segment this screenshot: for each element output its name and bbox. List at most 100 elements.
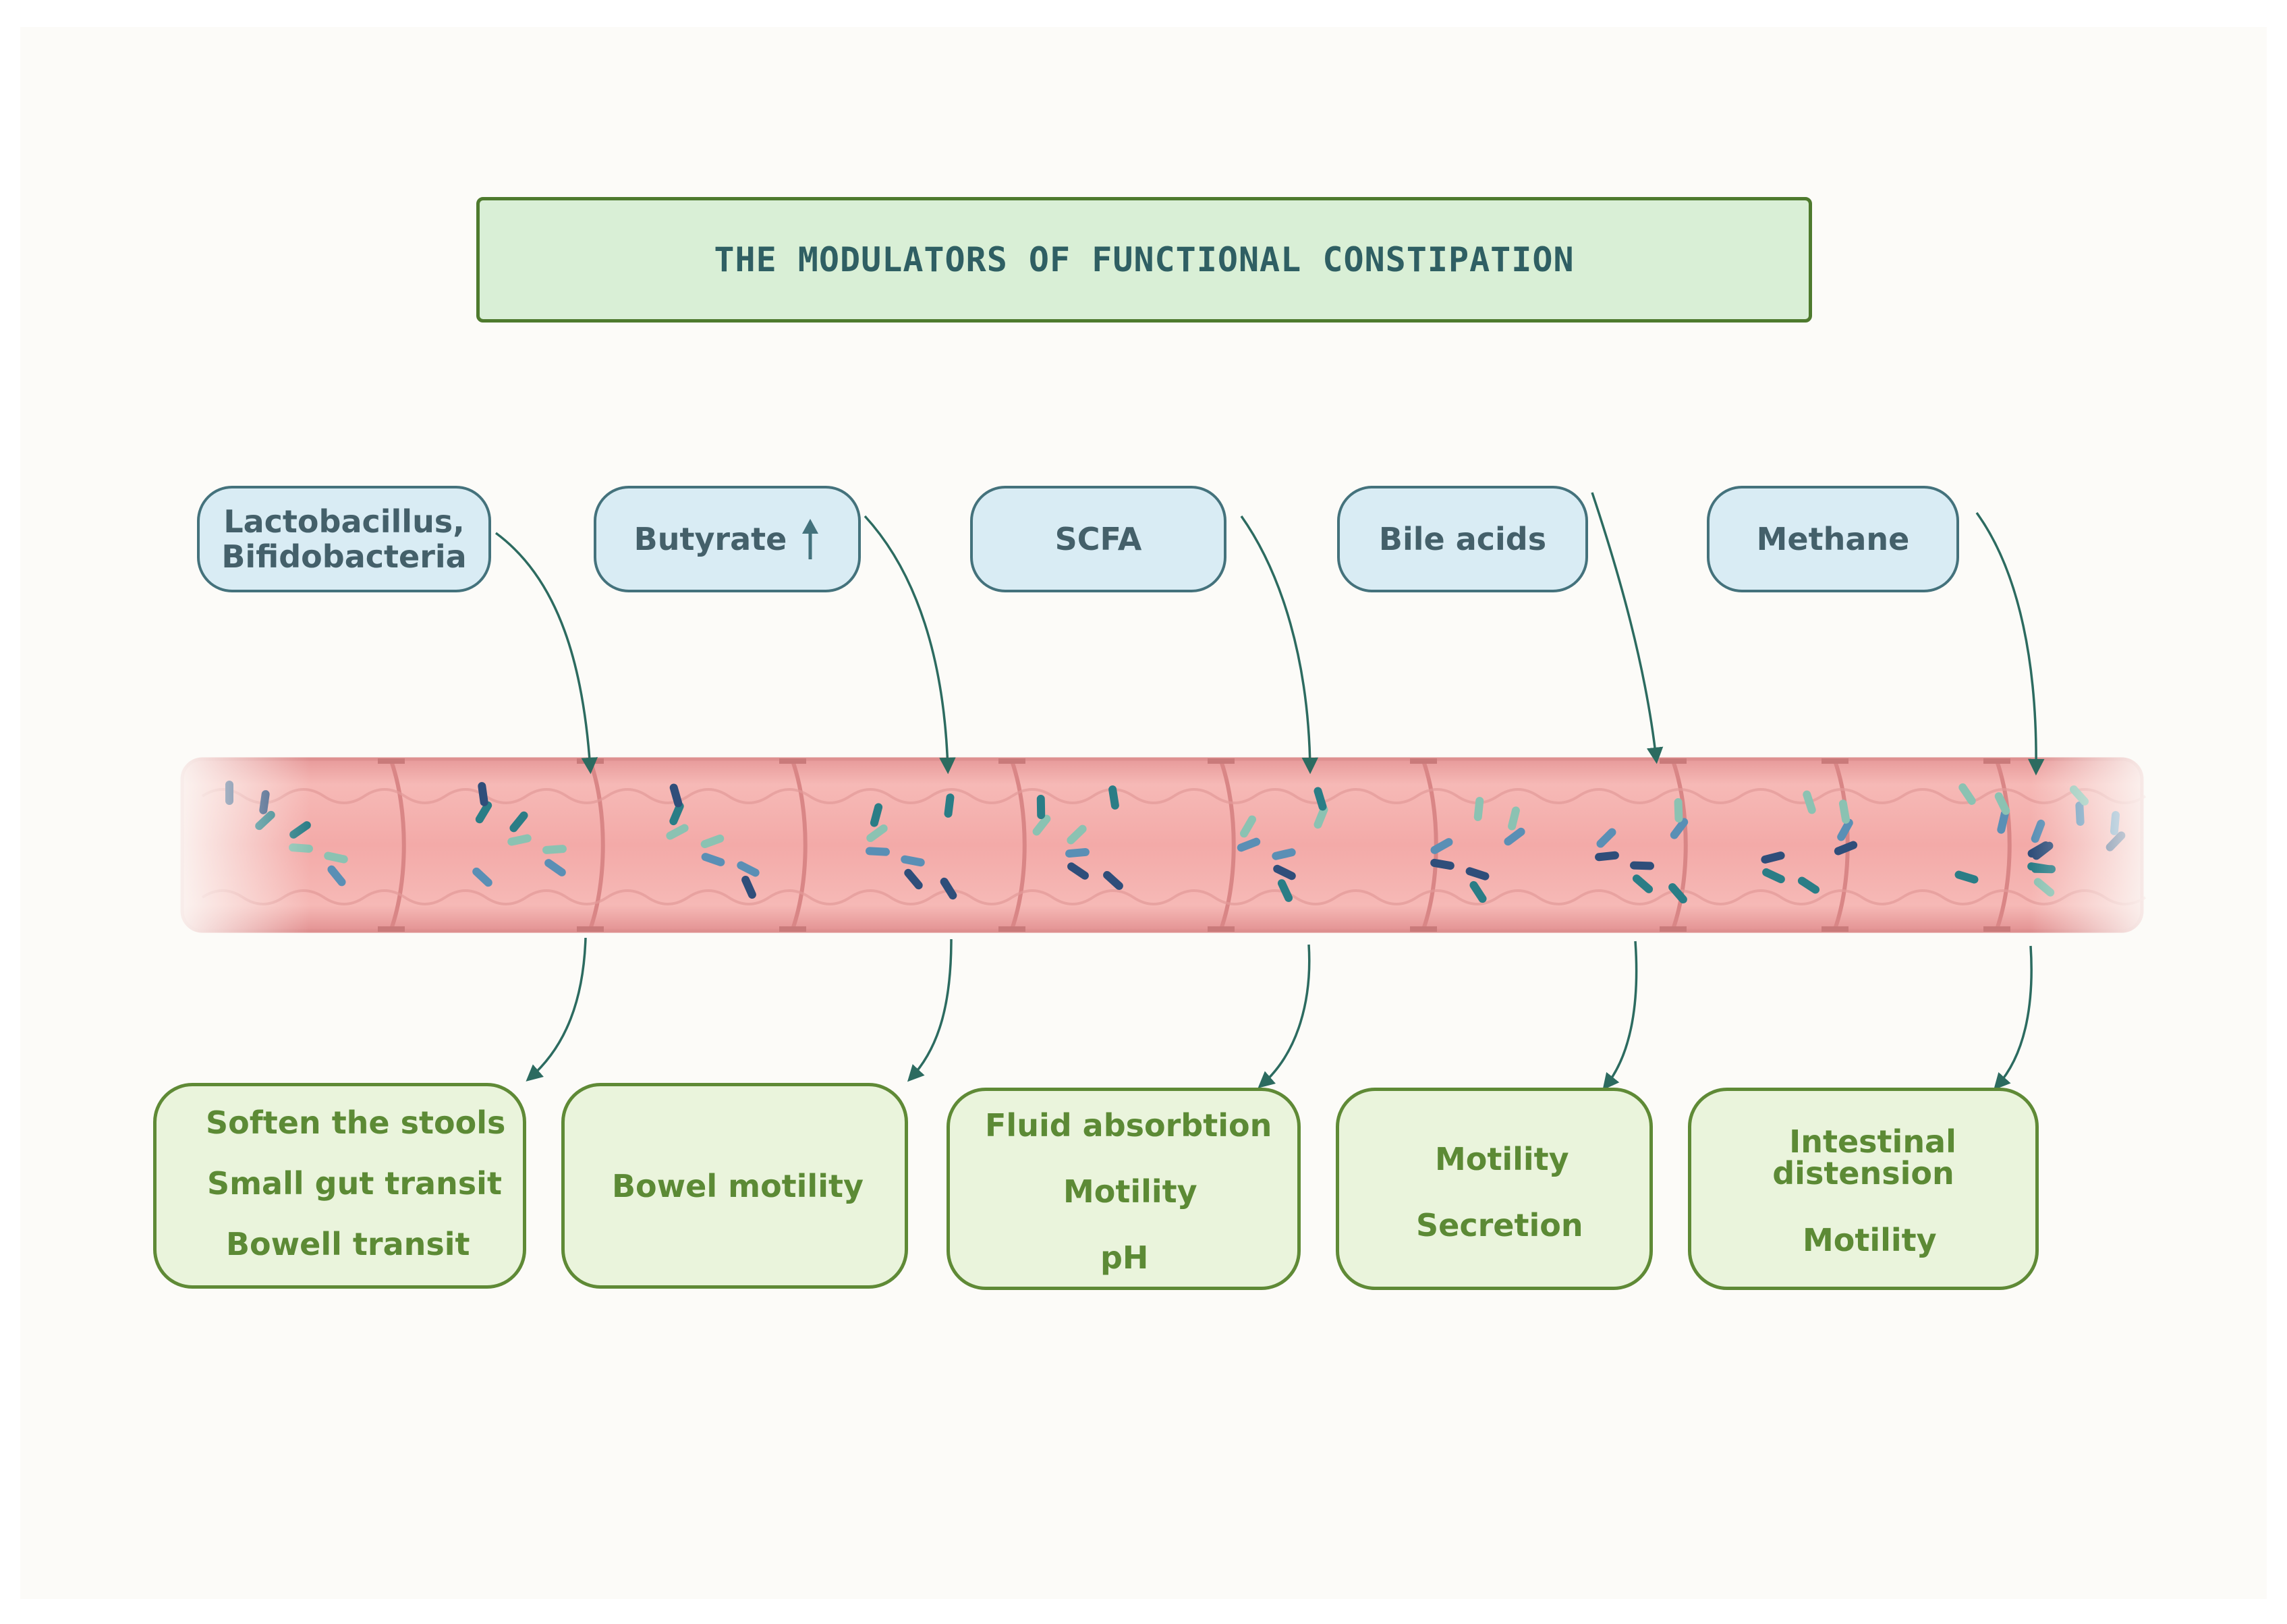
effect-box-scfa — [947, 1088, 1301, 1290]
bacterium — [1630, 861, 1654, 870]
mucosa-fold — [768, 889, 851, 905]
bacterium — [472, 867, 492, 887]
bacterium — [1314, 805, 1328, 829]
up-arrow-icon — [800, 517, 820, 561]
connector-arrow — [1591, 492, 1664, 764]
mucosa-fold — [930, 889, 1013, 905]
bacterium — [1954, 870, 1979, 884]
haustra-fold — [1995, 760, 2012, 930]
figure-title: THE MODULATORS OF FUNCTIONAL CONSTIPATIO… — [714, 240, 1575, 279]
bacterium — [1465, 867, 1490, 880]
modulator-methane: Methane — [1707, 486, 1959, 592]
modulator-label: Bile acids — [1378, 521, 1547, 557]
mucosa-fold — [363, 889, 447, 905]
modulator-bile-acids: Bile acids — [1337, 486, 1588, 592]
mucosa-fold — [1173, 889, 1256, 905]
bacterium — [700, 834, 725, 849]
bacterium — [1067, 862, 1089, 880]
connector-arrow — [1258, 944, 1311, 1088]
connector-arrow — [526, 937, 587, 1082]
bacterium — [1430, 858, 1455, 870]
bacterium — [1762, 868, 1785, 884]
bacterium — [904, 868, 923, 890]
modulator-scfa: SCFA — [970, 486, 1226, 592]
bacterium — [1103, 870, 1123, 891]
haustra-fold — [1671, 760, 1688, 930]
bacterium — [944, 793, 955, 818]
bacterium — [1670, 818, 1689, 839]
effect-box-methane — [1688, 1088, 2039, 1290]
effect-item: Motility — [1803, 1222, 1937, 1258]
bacterium — [1994, 792, 2010, 815]
bacterium — [741, 876, 756, 899]
bacterium — [1032, 814, 1051, 836]
modulator-butyrate: Butyrate — [594, 486, 861, 592]
bacterium — [1838, 800, 1851, 824]
mucosa-fold — [1415, 889, 1499, 905]
mucosa-fold — [1334, 788, 1418, 804]
bacterium — [737, 861, 760, 877]
haustra-fold — [1010, 760, 1027, 930]
mucosa-fold — [606, 889, 689, 905]
bacterium — [1674, 798, 1683, 822]
bacterium — [509, 811, 528, 833]
bacterium — [669, 783, 683, 808]
bacterium — [1837, 818, 1853, 841]
title-box: THE MODULATORS OF FUNCTIONAL CONSTIPATIO… — [476, 197, 1812, 323]
mucosa-fold — [1901, 889, 1985, 905]
bacterium — [327, 865, 346, 887]
bacterium — [940, 877, 957, 900]
mucosa-fold — [1739, 889, 1823, 905]
bacterium — [1273, 864, 1296, 880]
bacterium — [1473, 797, 1484, 821]
bacterium — [1469, 880, 1487, 903]
bacterium — [1761, 851, 1785, 864]
bacterium — [1504, 827, 1525, 846]
mucosa-fold — [1496, 889, 1580, 905]
mucosa-fold — [849, 788, 932, 804]
modulator-line: Lactobacillus, — [223, 503, 465, 540]
bacterium — [666, 824, 689, 840]
effect-item: Fluid absorbtion — [985, 1107, 1272, 1144]
mucosa-fold — [1496, 788, 1580, 804]
effect-item: Intestinal — [1789, 1123, 1956, 1160]
bacterium — [1596, 828, 1616, 848]
bacterium — [1108, 785, 1119, 810]
bacterium — [866, 824, 888, 843]
mucosa-fold — [1011, 788, 1094, 804]
bacterium — [701, 853, 725, 866]
effect-item: distension — [1772, 1155, 1954, 1192]
modulator-label: Methane — [1756, 521, 1910, 557]
bacterium — [1632, 874, 1654, 893]
bacterium — [475, 801, 492, 824]
bacterium — [1668, 883, 1687, 904]
bacterium — [1797, 876, 1820, 894]
bacterium — [1272, 848, 1296, 860]
up-arrow-glyph — [802, 519, 819, 559]
haustra-fold — [1219, 760, 1236, 930]
mucosa-fold — [687, 889, 770, 905]
bacterium — [1065, 847, 1090, 858]
connector-arrow — [1975, 511, 2045, 776]
mucosa-fold — [1415, 788, 1499, 804]
mucosa-fold — [930, 788, 1013, 804]
bacterium — [1508, 806, 1520, 831]
mucosa-fold — [768, 788, 851, 804]
bacterium — [1595, 851, 1619, 862]
effect-item: Secretion — [1416, 1207, 1583, 1243]
intestine — [162, 746, 2166, 948]
effect-box-lactobacillus — [153, 1083, 526, 1289]
bacterium — [1036, 795, 1046, 819]
mucosa-fold — [1334, 889, 1418, 905]
bacterium — [1067, 824, 1087, 845]
effect-item: Small gut transit — [207, 1165, 502, 1202]
bacterium — [669, 802, 684, 826]
connector-arrow — [907, 939, 953, 1082]
effect-item: Bowel motility — [612, 1168, 864, 1204]
bacterium — [507, 834, 532, 846]
bacterium — [1430, 838, 1453, 854]
mucosa-fold — [687, 788, 770, 804]
mucosa-fold — [525, 788, 609, 804]
mucosa-fold — [363, 788, 447, 804]
